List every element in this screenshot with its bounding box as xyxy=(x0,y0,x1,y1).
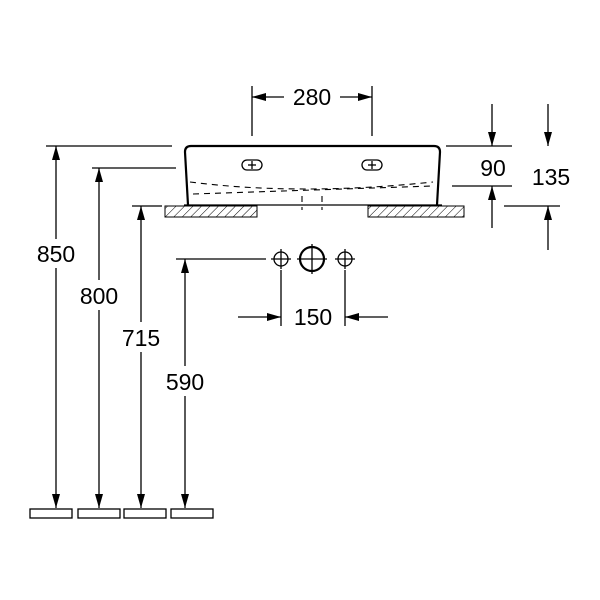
tap-hole-right xyxy=(361,159,383,171)
floor-line xyxy=(29,508,214,519)
countertop-right xyxy=(367,205,465,218)
outlet-spacing-dimension xyxy=(238,270,388,326)
basin-outline xyxy=(183,144,442,210)
height-bottom-dimension xyxy=(92,167,176,508)
countertop-left xyxy=(164,205,258,218)
outlet-spacing-label: 150 xyxy=(294,304,332,330)
height-outlets-label: 590 xyxy=(166,369,204,395)
outlet-right xyxy=(335,249,355,269)
height-rim-dimension xyxy=(46,145,172,508)
height-counter-dimension xyxy=(132,205,162,508)
height-outlets-dimension xyxy=(176,258,266,508)
height-bottom-label: 800 xyxy=(80,283,118,309)
height-rim-label: 850 xyxy=(37,241,75,267)
height-counter-label: 715 xyxy=(122,325,160,351)
width-label: 280 xyxy=(293,84,331,110)
tap-hole-left xyxy=(241,159,263,171)
depth-rim-label: 90 xyxy=(480,155,506,181)
width-dimension xyxy=(251,86,373,136)
depth-dimensions xyxy=(446,104,560,250)
outlet-drain xyxy=(297,244,327,274)
depth-total-label: 135 xyxy=(532,164,570,190)
outlet-left xyxy=(271,249,291,269)
